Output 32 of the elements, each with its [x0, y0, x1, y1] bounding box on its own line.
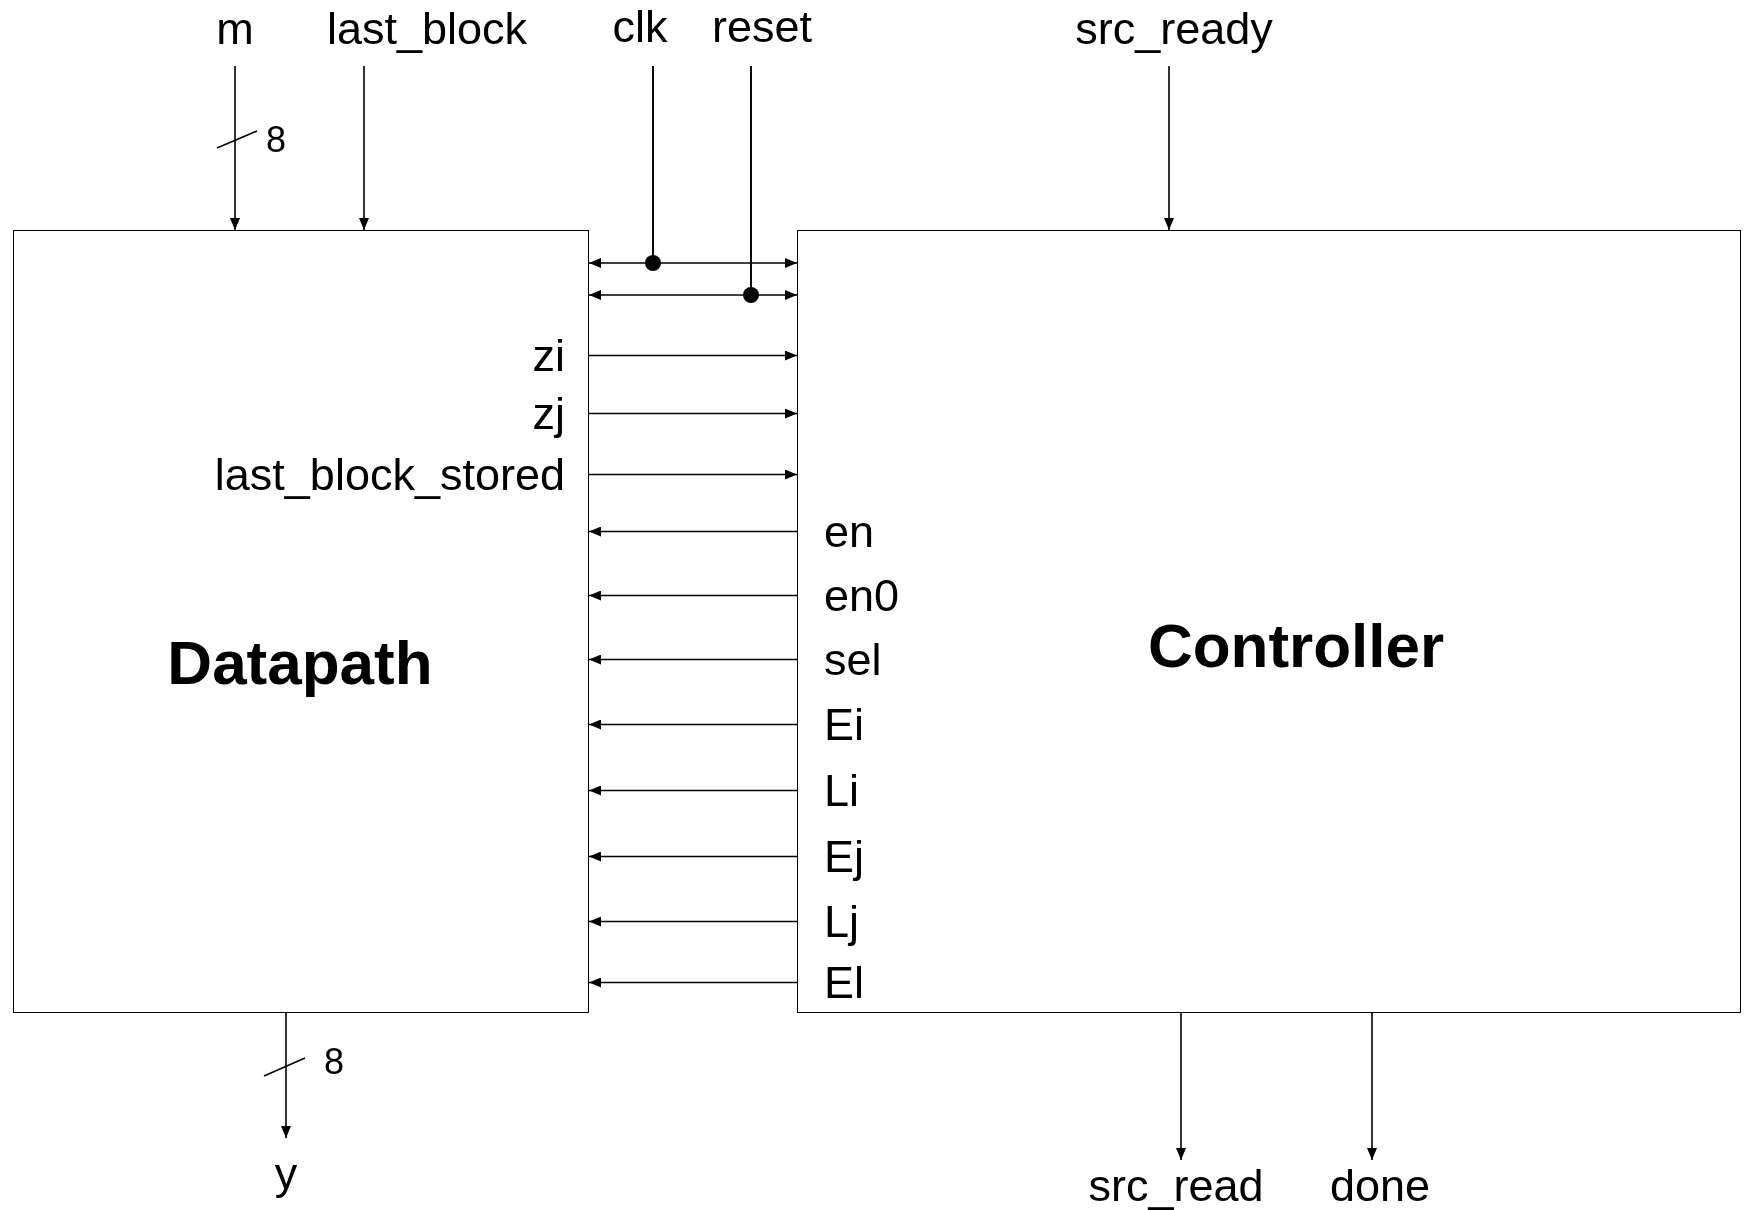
block-box: [797, 230, 1741, 1013]
signal-label: src_ready: [1059, 6, 1289, 66]
signal-label: done: [1315, 1160, 1445, 1208]
port-label: en0: [798, 570, 998, 620]
port-label: Ej: [798, 831, 998, 881]
signal-arrow: [1367, 1012, 1377, 1161]
port-label: sel: [798, 634, 998, 684]
port-label: Ei: [798, 699, 998, 749]
signal-arrow: [750, 65, 798, 300]
signal-label: src_read: [1076, 1160, 1276, 1208]
signal-arrow: [1176, 1012, 1186, 1161]
signal-arrow: [281, 1012, 291, 1139]
port-label: Li: [798, 765, 998, 815]
signal-arrow: [359, 65, 369, 231]
signal-label: m: [205, 6, 265, 66]
signal-label: last_block: [307, 6, 547, 66]
block-box: [13, 230, 589, 1013]
port-label: en: [798, 506, 998, 556]
bus-width-label: 8: [324, 1044, 344, 1080]
port-label: zi: [147, 330, 587, 380]
port-label: zj: [147, 388, 587, 438]
block-title: Controller: [1147, 615, 1445, 677]
port-label: Lj: [798, 896, 998, 946]
signal-label: y: [261, 1138, 311, 1196]
bus-width-label: 8: [266, 122, 286, 158]
signal-arrow: [230, 65, 240, 231]
port-label: last_block_stored: [147, 449, 587, 499]
port-label: El: [798, 957, 998, 1007]
signal-arrow: [1164, 65, 1174, 231]
signal-arrow: [652, 65, 798, 268]
signal-label: clk: [600, 4, 680, 66]
signal-label: reset: [702, 4, 822, 66]
